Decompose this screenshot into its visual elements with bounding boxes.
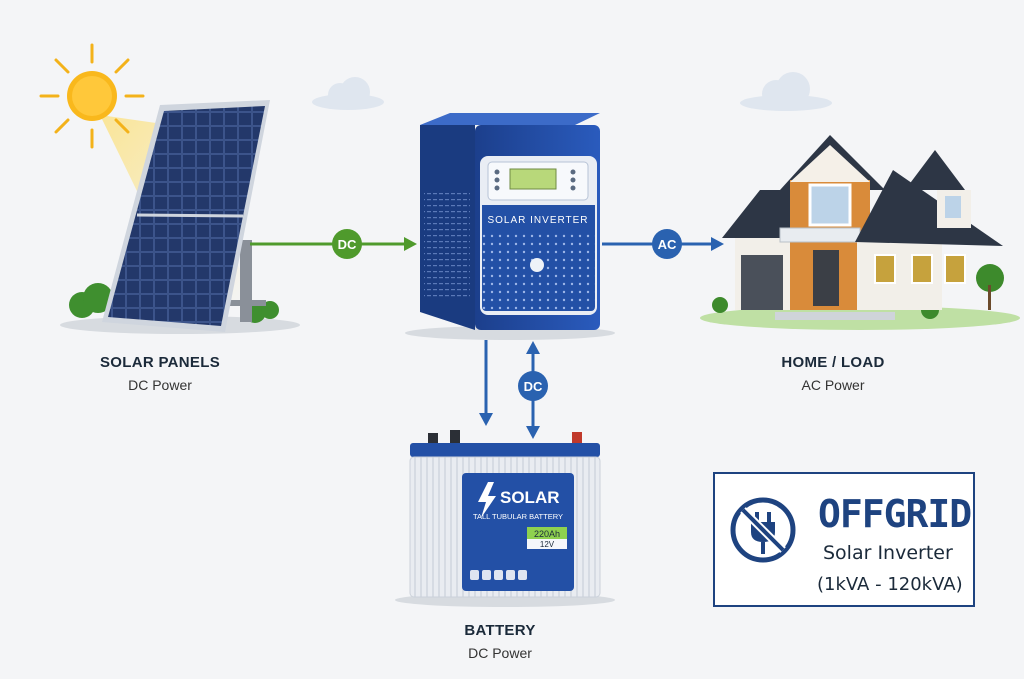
offgrid-subtitle: Solar Inverter <box>823 542 953 564</box>
ac-badge-home: AC <box>658 237 677 252</box>
house-illustration <box>700 135 1020 330</box>
battery-title: BATTERY <box>464 622 536 639</box>
battery-illustration <box>395 430 615 607</box>
battery-label: BATTERY DC Power <box>390 622 610 661</box>
inverter-label: SOLAR INVERTER <box>487 215 588 226</box>
no-plug-icon <box>730 497 796 563</box>
home-load-label: HOME / LOAD AC Power <box>723 354 943 393</box>
cloud-icon <box>740 72 832 111</box>
battery-subtitle: DC Power <box>468 645 532 661</box>
offgrid-range: (1kVA - 120kVA) <box>817 574 963 595</box>
solar-panels-title: SOLAR PANELS <box>100 354 220 371</box>
dc-badge-battery: DC <box>524 379 543 394</box>
dc-arrow-panel-to-inverter <box>250 229 417 259</box>
ac-arrow-inverter-to-home <box>602 229 724 259</box>
battery-capacity: 220Ah <box>534 529 560 539</box>
home-load-title: HOME / LOAD <box>781 354 885 371</box>
cloud-icon <box>312 77 384 110</box>
lightning-icon <box>478 482 496 518</box>
dc-arrow-inverter-battery <box>479 340 548 439</box>
home-load-subtitle: AC Power <box>801 377 865 393</box>
dc-badge-panel: DC <box>338 237 357 252</box>
battery-voltage: 12V <box>540 540 555 549</box>
battery-brand: SOLAR <box>500 488 560 507</box>
solar-panels-subtitle: DC Power <box>128 377 192 393</box>
offgrid-badge: OFFGRID Solar Inverter (1kVA - 120kVA) <box>713 472 975 607</box>
solar-panels-label: SOLAR PANELS DC Power <box>50 354 270 393</box>
solar-panel-illustration <box>60 100 300 334</box>
battery-type: TALL TUBULAR BATTERY <box>473 512 563 521</box>
offgrid-title: OFFGRID <box>818 492 972 536</box>
tree-icon <box>69 283 279 323</box>
solar-inverter-illustration <box>405 113 615 340</box>
